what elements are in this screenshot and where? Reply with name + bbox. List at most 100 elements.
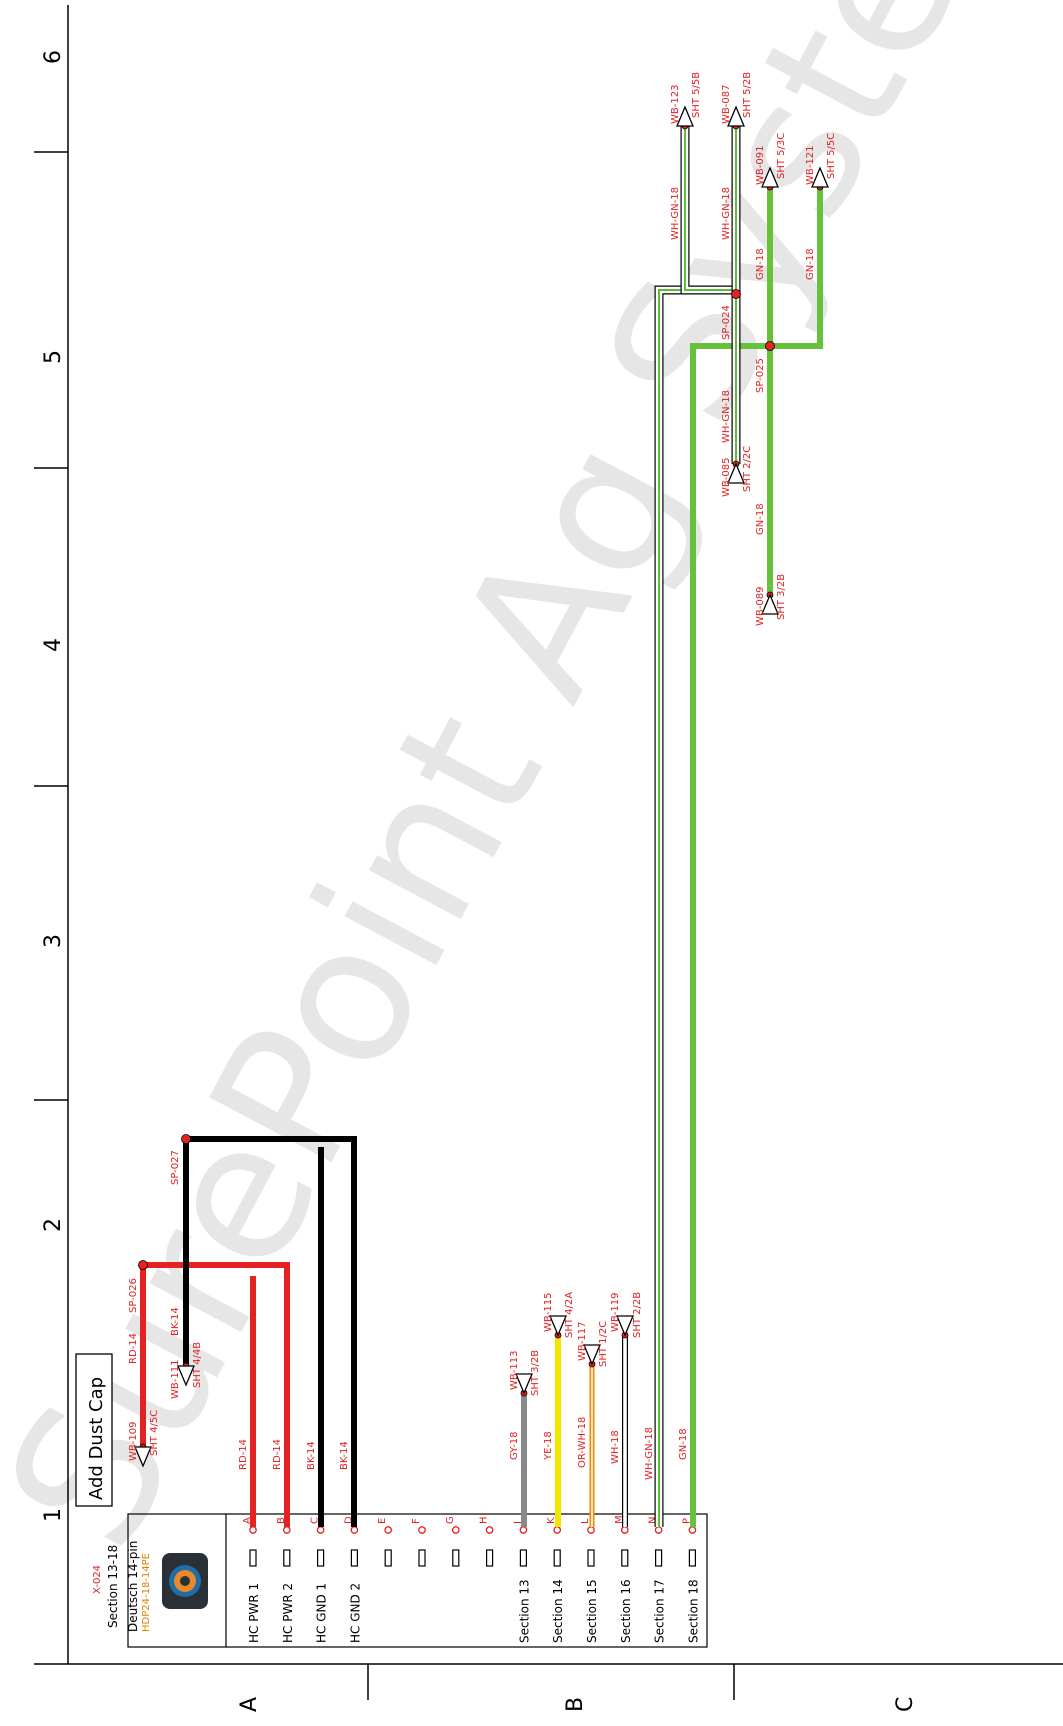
pin-letter: A	[242, 1517, 253, 1524]
pin-j: J Section 13	[512, 1521, 531, 1643]
label-wb111-sht: SHT 4/4B	[192, 1342, 203, 1388]
ruler-labels: 1 2 3 4 5 6 A B C	[41, 50, 918, 1712]
pin-k: K Section 14	[546, 1517, 565, 1643]
label-sp026: SP-026	[128, 1278, 139, 1313]
sheet-border	[34, 5, 1063, 1700]
splice-sp026	[138, 1260, 148, 1270]
label-whgn-b: WH-GN-18	[721, 187, 732, 240]
arrow-wb085	[727, 462, 745, 484]
pin-label: Section 13	[517, 1579, 531, 1643]
label-k-wire: YE-18	[543, 1431, 554, 1461]
ruler-row-b: B	[563, 1697, 588, 1712]
pin-letter: C	[310, 1517, 321, 1524]
ruler-col-2: 2	[41, 1218, 66, 1232]
label-d-wire: BK-14	[339, 1441, 350, 1470]
pin-b: BHC PWR 2	[276, 1517, 295, 1643]
pin-letter: J	[512, 1521, 523, 1525]
offpage-arrows	[134, 105, 829, 1468]
label-wb119: WB-119	[610, 1293, 621, 1332]
wire-p-gn18	[690, 343, 770, 1527]
label-wb113: WB-113	[509, 1351, 520, 1390]
pin-p: P Section 18	[681, 1518, 700, 1643]
label-n-wire: WH-GN-18	[644, 1427, 655, 1480]
labels-upper-group: WB-123 SHT 5/5B WB-087 SHT 5/2B WB-091 S…	[670, 72, 837, 626]
connector-name: Section 13-18	[106, 1545, 120, 1628]
watermark-text: SurePoint Ag Systems	[0, 0, 1063, 1581]
label-l-wire: OR-WH-18	[577, 1417, 588, 1468]
label-c-wire: BK-14	[306, 1441, 317, 1470]
label-whgn-a: WH-GN-18	[670, 187, 681, 240]
pin-label: HC PWR 2	[281, 1583, 295, 1643]
arrow-wb123	[676, 105, 694, 127]
connector-type: Deutsch 14-pin	[126, 1541, 140, 1632]
label-gn-c: GN-18	[755, 503, 766, 535]
wire-b-rd14	[140, 1262, 290, 1527]
pin-letter: D	[343, 1516, 354, 1524]
arrow-wb109	[134, 1446, 152, 1468]
ruler-row-a: A	[237, 1697, 262, 1712]
label-b-wire: RD-14	[272, 1439, 283, 1470]
pin-letter: M	[614, 1515, 625, 1524]
arrow-wb089	[761, 593, 779, 615]
arrow-wb121	[811, 166, 829, 188]
splice-sp025	[765, 341, 775, 351]
label-wb109-sht: SHT 4/5C	[149, 1410, 160, 1456]
label-wb085-sht: SHT 2/2C	[742, 446, 753, 492]
pin-letter: F	[411, 1518, 422, 1524]
label-wb115: WB-115	[543, 1293, 554, 1332]
connector-photo	[162, 1553, 208, 1609]
pin-d: DHC GND 2	[343, 1516, 362, 1643]
pin-letter: L	[580, 1518, 591, 1524]
label-wb089-sht: SHT 3/2B	[776, 574, 787, 620]
ruler-col-4: 4	[41, 638, 66, 652]
label-rd14-splice: RD-14	[128, 1333, 139, 1364]
pin-c: C HC GND 1	[310, 1517, 329, 1643]
label-sp027: SP-027	[170, 1150, 181, 1185]
pin-letter: P	[681, 1518, 692, 1524]
branch-wb121	[770, 187, 823, 349]
splice-sp027	[181, 1134, 191, 1144]
label-wb085: WB-085	[721, 458, 732, 497]
splice-sp024	[731, 289, 741, 299]
connector-x024: X-024 Section 13-18 Deutsch 14-pin HDP24…	[92, 1513, 708, 1648]
label-wb091: WB-091	[755, 146, 766, 185]
pin-letter: N	[648, 1517, 659, 1524]
labels-red-group: RD-14 RD-14 BK-14 BK-14 SP-026 RD-14 SP-…	[128, 1150, 350, 1470]
pin-label: HC GND 1	[315, 1583, 329, 1643]
pin-a: AHC PWR 1	[242, 1517, 261, 1643]
pin-letter: H	[479, 1516, 490, 1524]
label-a-wire: RD-14	[238, 1439, 249, 1470]
label-gn-a: GN-18	[755, 248, 766, 280]
upper-branches	[680, 126, 823, 595]
label-wb089: WB-089	[755, 587, 766, 626]
label-wb117: WB-117	[577, 1322, 588, 1361]
connector-part-number: HDP24-18-14PE	[141, 1553, 152, 1632]
pin-l: L Section 15	[580, 1518, 599, 1643]
arrow-wb091	[761, 166, 779, 188]
pin-label: Section 14	[551, 1579, 565, 1643]
label-wb111: WB-111	[170, 1360, 181, 1399]
pin-label: Section 17	[653, 1579, 667, 1643]
dust-cap-text: Add Dust Cap	[86, 1377, 107, 1500]
label-wb091-sht: SHT 5/3C	[776, 133, 787, 179]
wire-red-group	[140, 1136, 357, 1527]
pin-h: H	[479, 1516, 494, 1567]
label-p-wire: GN-18	[678, 1428, 689, 1460]
ruler-col-3: 3	[41, 934, 66, 948]
pin-label: Section 18	[686, 1579, 700, 1643]
label-wb087: WB-087	[721, 85, 732, 124]
arrow-wb111	[177, 1365, 195, 1387]
label-wb117-sht: SHT 1/2C	[598, 1321, 609, 1367]
label-m-wire: WH-18	[610, 1430, 621, 1464]
pin-letter: E	[377, 1518, 388, 1524]
label-wb115-sht: SHT 4/2A	[564, 1292, 575, 1338]
label-wb087-sht: SHT 5/2B	[742, 72, 753, 118]
pin-letter: K	[546, 1517, 557, 1524]
ruler-row-c: C	[893, 1697, 918, 1712]
pin-letter: G	[445, 1516, 456, 1524]
label-sp025: SP-025	[755, 358, 766, 393]
labels-section-group: GY-18 YE-18 OR-WH-18 WH-18 WH-GN-18 GN-1…	[509, 1292, 689, 1480]
pin-label: Section 15	[585, 1579, 599, 1643]
connector-pins: AHC PWR 1 BHC PWR 2 C HC GND 1 DHC GND 2 E F G H…	[242, 1515, 700, 1643]
